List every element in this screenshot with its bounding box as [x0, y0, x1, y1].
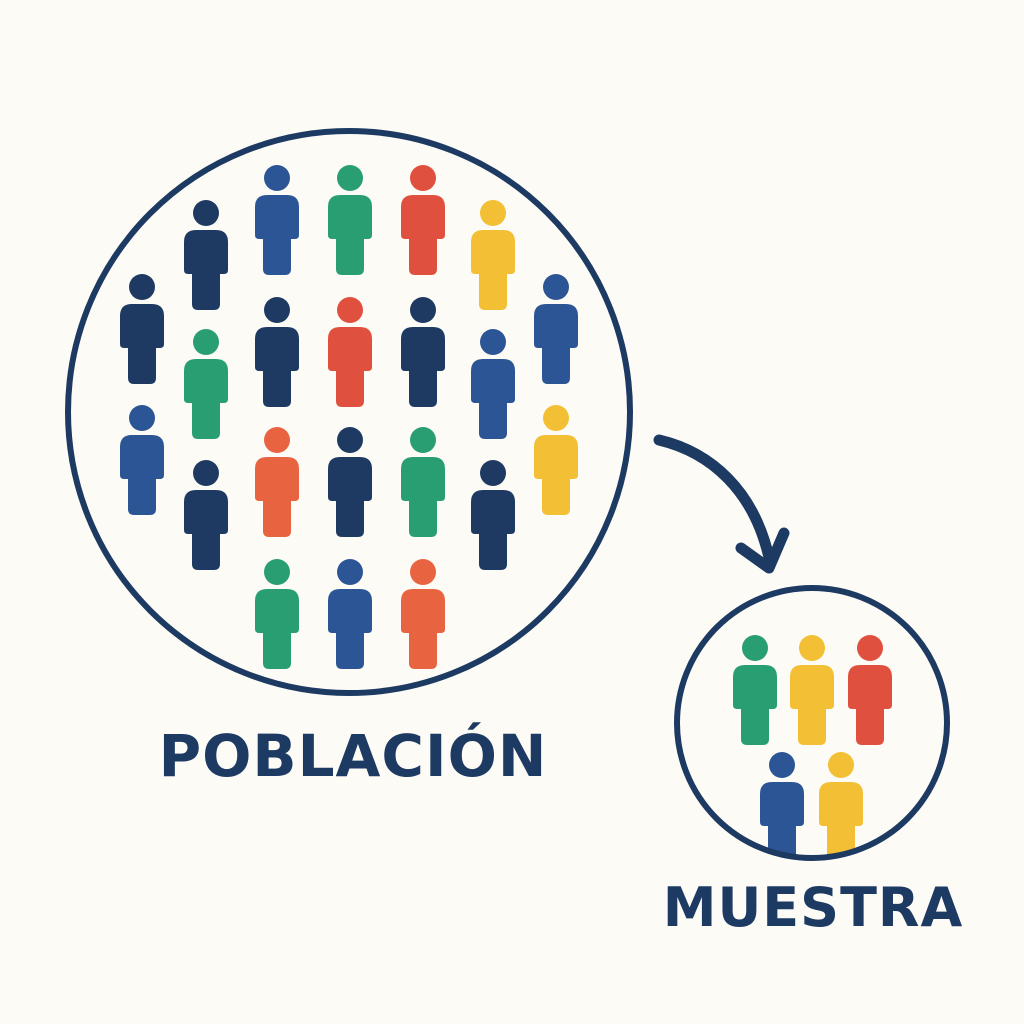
person-head	[480, 200, 506, 226]
person-head	[480, 329, 506, 355]
person-body	[328, 457, 372, 537]
person-body	[120, 304, 164, 384]
person-body	[471, 359, 515, 439]
person-head	[264, 427, 290, 453]
person-icon	[255, 427, 299, 537]
person-icon	[255, 559, 299, 669]
person-head	[742, 635, 768, 661]
person-body	[534, 304, 578, 384]
person-icon	[255, 165, 299, 275]
person-body	[471, 490, 515, 570]
person-head	[337, 165, 363, 191]
person-head	[410, 165, 436, 191]
person-body	[255, 327, 299, 407]
person-head	[193, 329, 219, 355]
person-icon	[534, 274, 578, 384]
sample-people	[733, 635, 892, 856]
person-icon	[401, 427, 445, 537]
person-body	[255, 589, 299, 669]
person-body	[733, 665, 777, 745]
person-head	[129, 405, 155, 431]
population-label: POBLACIÓN	[158, 722, 548, 790]
person-icon	[760, 752, 804, 856]
person-head	[264, 297, 290, 323]
person-body	[120, 435, 164, 515]
person-head	[543, 274, 569, 300]
person-icon	[819, 752, 863, 856]
person-head	[769, 752, 795, 778]
person-head	[828, 752, 854, 778]
person-head	[543, 405, 569, 431]
person-head	[129, 274, 155, 300]
arrowhead-icon	[735, 527, 790, 574]
population-people	[120, 165, 578, 669]
person-icon	[328, 165, 372, 275]
person-icon	[255, 297, 299, 407]
person-body	[184, 230, 228, 310]
person-body	[255, 457, 299, 537]
person-body	[401, 327, 445, 407]
person-icon	[328, 559, 372, 669]
person-icon	[471, 329, 515, 439]
person-body	[819, 782, 863, 856]
person-icon	[534, 405, 578, 515]
person-head	[410, 297, 436, 323]
person-head	[193, 200, 219, 226]
person-icon	[401, 559, 445, 669]
person-head	[410, 427, 436, 453]
person-icon	[471, 460, 515, 570]
arrow-icon	[653, 434, 776, 568]
person-head	[264, 559, 290, 585]
person-head	[857, 635, 883, 661]
person-body	[184, 359, 228, 439]
person-icon	[328, 427, 372, 537]
person-icon	[184, 329, 228, 439]
person-body	[401, 589, 445, 669]
person-icon	[184, 460, 228, 570]
person-body	[328, 589, 372, 669]
person-body	[471, 230, 515, 310]
person-body	[534, 435, 578, 515]
person-body	[328, 327, 372, 407]
person-body	[401, 195, 445, 275]
person-head	[410, 559, 436, 585]
person-head	[193, 460, 219, 486]
person-body	[255, 195, 299, 275]
person-body	[328, 195, 372, 275]
person-icon	[733, 635, 777, 745]
person-head	[337, 559, 363, 585]
person-body	[848, 665, 892, 745]
person-icon	[848, 635, 892, 745]
person-icon	[401, 297, 445, 407]
person-icon	[401, 165, 445, 275]
person-body	[790, 665, 834, 745]
person-icon	[120, 405, 164, 515]
person-icon	[471, 200, 515, 310]
person-icon	[120, 274, 164, 384]
person-head	[337, 427, 363, 453]
person-head	[264, 165, 290, 191]
person-head	[480, 460, 506, 486]
person-head	[799, 635, 825, 661]
sample-label: MUESTRA	[662, 876, 964, 939]
person-icon	[790, 635, 834, 745]
person-body	[401, 457, 445, 537]
person-body	[184, 490, 228, 570]
person-icon	[328, 297, 372, 407]
person-head	[337, 297, 363, 323]
sample-circle	[674, 585, 950, 861]
person-body	[760, 782, 804, 856]
population-circle	[65, 128, 633, 696]
person-icon	[184, 200, 228, 310]
